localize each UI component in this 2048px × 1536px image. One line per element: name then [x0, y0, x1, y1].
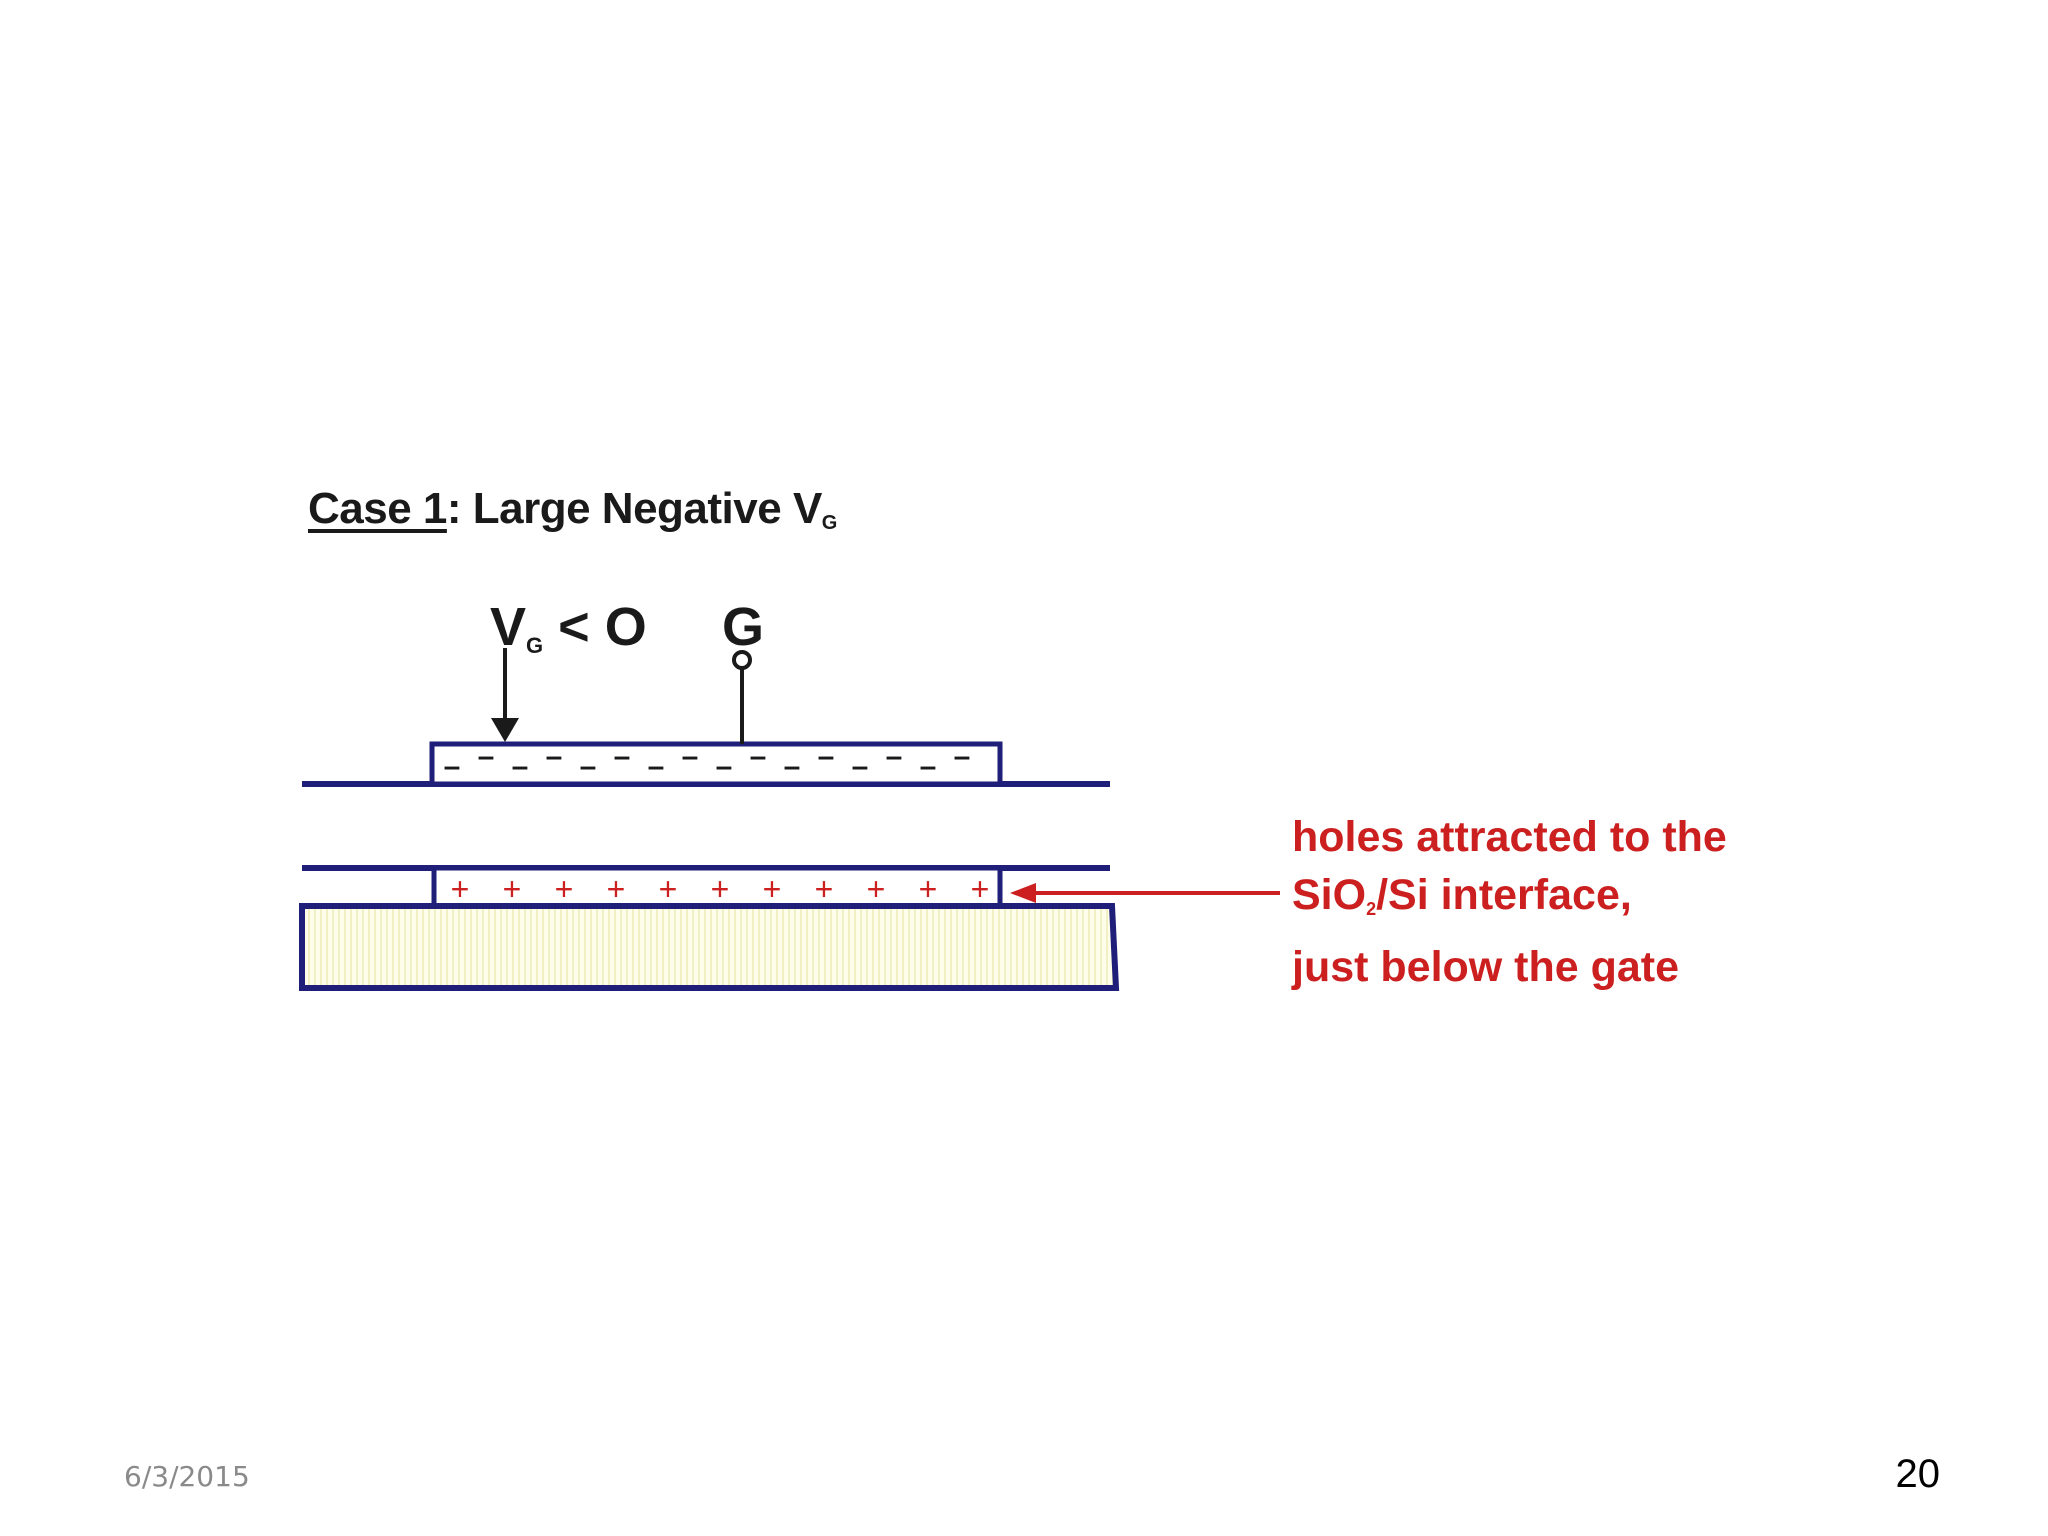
- negative-charge: –: [512, 750, 529, 783]
- hole-charge: +: [919, 871, 938, 907]
- substrate-charges: + + + + + + + + + + +: [451, 871, 990, 907]
- gate-voltage-label: VG < O: [490, 596, 647, 659]
- hole-charge: +: [971, 871, 990, 907]
- negative-charge: –: [580, 750, 597, 783]
- negative-charge: –: [478, 740, 495, 773]
- annotation-sio-subscript: 2: [1366, 899, 1377, 919]
- negative-charge: –: [716, 750, 733, 783]
- hole-charge: +: [503, 871, 522, 907]
- inversion-layer-box: [431, 865, 1003, 909]
- annotation-line-1: holes attracted to the: [1292, 813, 1727, 861]
- voltage-arrow-head: [491, 718, 519, 742]
- gate-voltage-relation: < O: [543, 597, 647, 657]
- negative-charge: –: [750, 740, 767, 773]
- gate-terminal-label: G: [722, 597, 765, 657]
- hole-charge: +: [607, 871, 626, 907]
- annotation-sio: SiO: [1292, 871, 1367, 919]
- negative-charge: –: [682, 740, 699, 773]
- negative-charge: –: [614, 740, 631, 773]
- hole-charge: +: [763, 871, 782, 907]
- gate-voltage-symbol: V: [490, 597, 527, 657]
- negative-charge: –: [546, 740, 563, 773]
- negative-charge: –: [444, 750, 461, 783]
- annotation-interface: /Si interface,: [1376, 871, 1632, 919]
- footer-date: 6/3/2015: [124, 1460, 250, 1493]
- hole-charge: +: [815, 871, 834, 907]
- negative-charge: –: [920, 750, 937, 783]
- annotation-line-3: just below the gate: [1292, 943, 1680, 991]
- negative-charge: –: [886, 740, 903, 773]
- gate-electrode: [429, 741, 1003, 787]
- case-word: Case 1: [308, 484, 447, 533]
- hole-charge: +: [451, 871, 470, 907]
- case-title-rest: : Large Negative V: [446, 484, 822, 533]
- negative-charge: –: [852, 750, 869, 783]
- annotation-arrow-head: [1010, 883, 1036, 903]
- case-title-subscript: G: [821, 512, 838, 534]
- annotation-line-2: SiO2/Si interface,: [1292, 866, 1727, 938]
- holes-annotation: holes attracted to the SiO2/Si interface…: [1292, 808, 1727, 996]
- negative-charge: –: [954, 740, 971, 773]
- case-title: Case 1: Large Negative VG: [308, 484, 837, 535]
- gate-terminal-node: [732, 650, 752, 670]
- gate-charges: ––––––––––––––––: [444, 740, 971, 783]
- gate-voltage-subscript: G: [526, 633, 544, 658]
- hole-charge: +: [659, 871, 678, 907]
- negative-charge: –: [818, 740, 835, 773]
- silicon-substrate: [299, 903, 1120, 991]
- negative-charge: –: [648, 750, 665, 783]
- hole-charge: +: [867, 871, 886, 907]
- negative-charge: –: [784, 750, 801, 783]
- hole-charge: +: [555, 871, 574, 907]
- page-number: 20: [1895, 1452, 1941, 1496]
- hole-charge: +: [711, 871, 730, 907]
